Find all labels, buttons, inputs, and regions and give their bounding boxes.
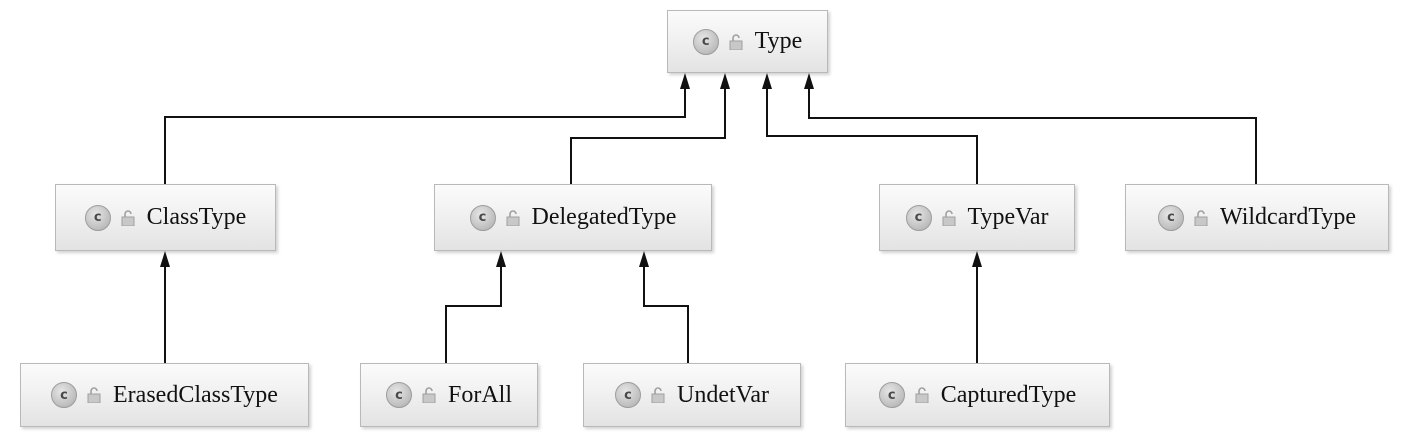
node-label: UndetVar [677, 381, 769, 408]
arrowhead [680, 73, 690, 89]
class-node-forall[interactable]: c ForAll [360, 363, 538, 427]
arrowhead [160, 251, 170, 267]
arrowhead [972, 251, 982, 267]
class-icon: c [692, 28, 719, 55]
lock-icon [651, 387, 665, 403]
arrowhead [496, 251, 506, 267]
edge-typevar-to-type [766, 87, 978, 184]
lock-icon [87, 387, 101, 403]
edge-wildcardtype-to-type [808, 87, 1257, 184]
class-node-wildcardtype[interactable]: c WildcardType [1125, 184, 1389, 251]
arrowhead [804, 73, 814, 89]
class-icon: c [878, 382, 905, 408]
lock-icon [942, 209, 956, 226]
lock-icon [1194, 209, 1208, 226]
class-icon: c [84, 204, 111, 231]
edge-forall-to-delegatedtype [445, 265, 502, 363]
class-node-classtype[interactable]: c ClassType [55, 184, 276, 251]
arrowhead [762, 73, 772, 89]
arrowhead [639, 251, 649, 267]
node-label: TypeVar [967, 204, 1049, 230]
node-label: ErasedClassType [113, 381, 278, 408]
class-node-undetvar[interactable]: c UndetVar [583, 363, 801, 427]
class-icon: c [905, 204, 932, 231]
class-node-typevar[interactable]: c TypeVar [879, 184, 1075, 251]
node-label: DelegatedType [531, 204, 677, 230]
class-node-type[interactable]: c Type [667, 10, 828, 73]
lock-icon [915, 387, 929, 403]
node-label: WildcardType [1220, 204, 1356, 230]
class-icon: c [615, 382, 642, 408]
node-label: ClassType [146, 204, 247, 230]
class-node-delegatedtype[interactable]: c DelegatedType [434, 184, 712, 251]
lock-icon [121, 209, 135, 226]
class-icon: c [385, 382, 412, 408]
node-label: CapturedType [940, 381, 1077, 408]
class-node-erasedclasstype[interactable]: c ErasedClassType [20, 363, 309, 427]
lock-icon [506, 209, 520, 226]
class-node-capturedtype[interactable]: c CapturedType [845, 363, 1110, 427]
node-label: ForAll [447, 381, 512, 408]
lock-icon [422, 387, 436, 403]
arrowhead [720, 73, 730, 89]
edge-delegatedtype-to-type [570, 87, 726, 184]
class-icon: c [51, 382, 78, 408]
class-icon: c [469, 204, 496, 231]
edge-undetvar-to-delegatedtype [643, 265, 689, 363]
edge-classtype-to-type [164, 87, 686, 184]
class-icon: c [1158, 204, 1185, 231]
lock-icon [729, 33, 743, 50]
node-label: Type [754, 28, 803, 54]
